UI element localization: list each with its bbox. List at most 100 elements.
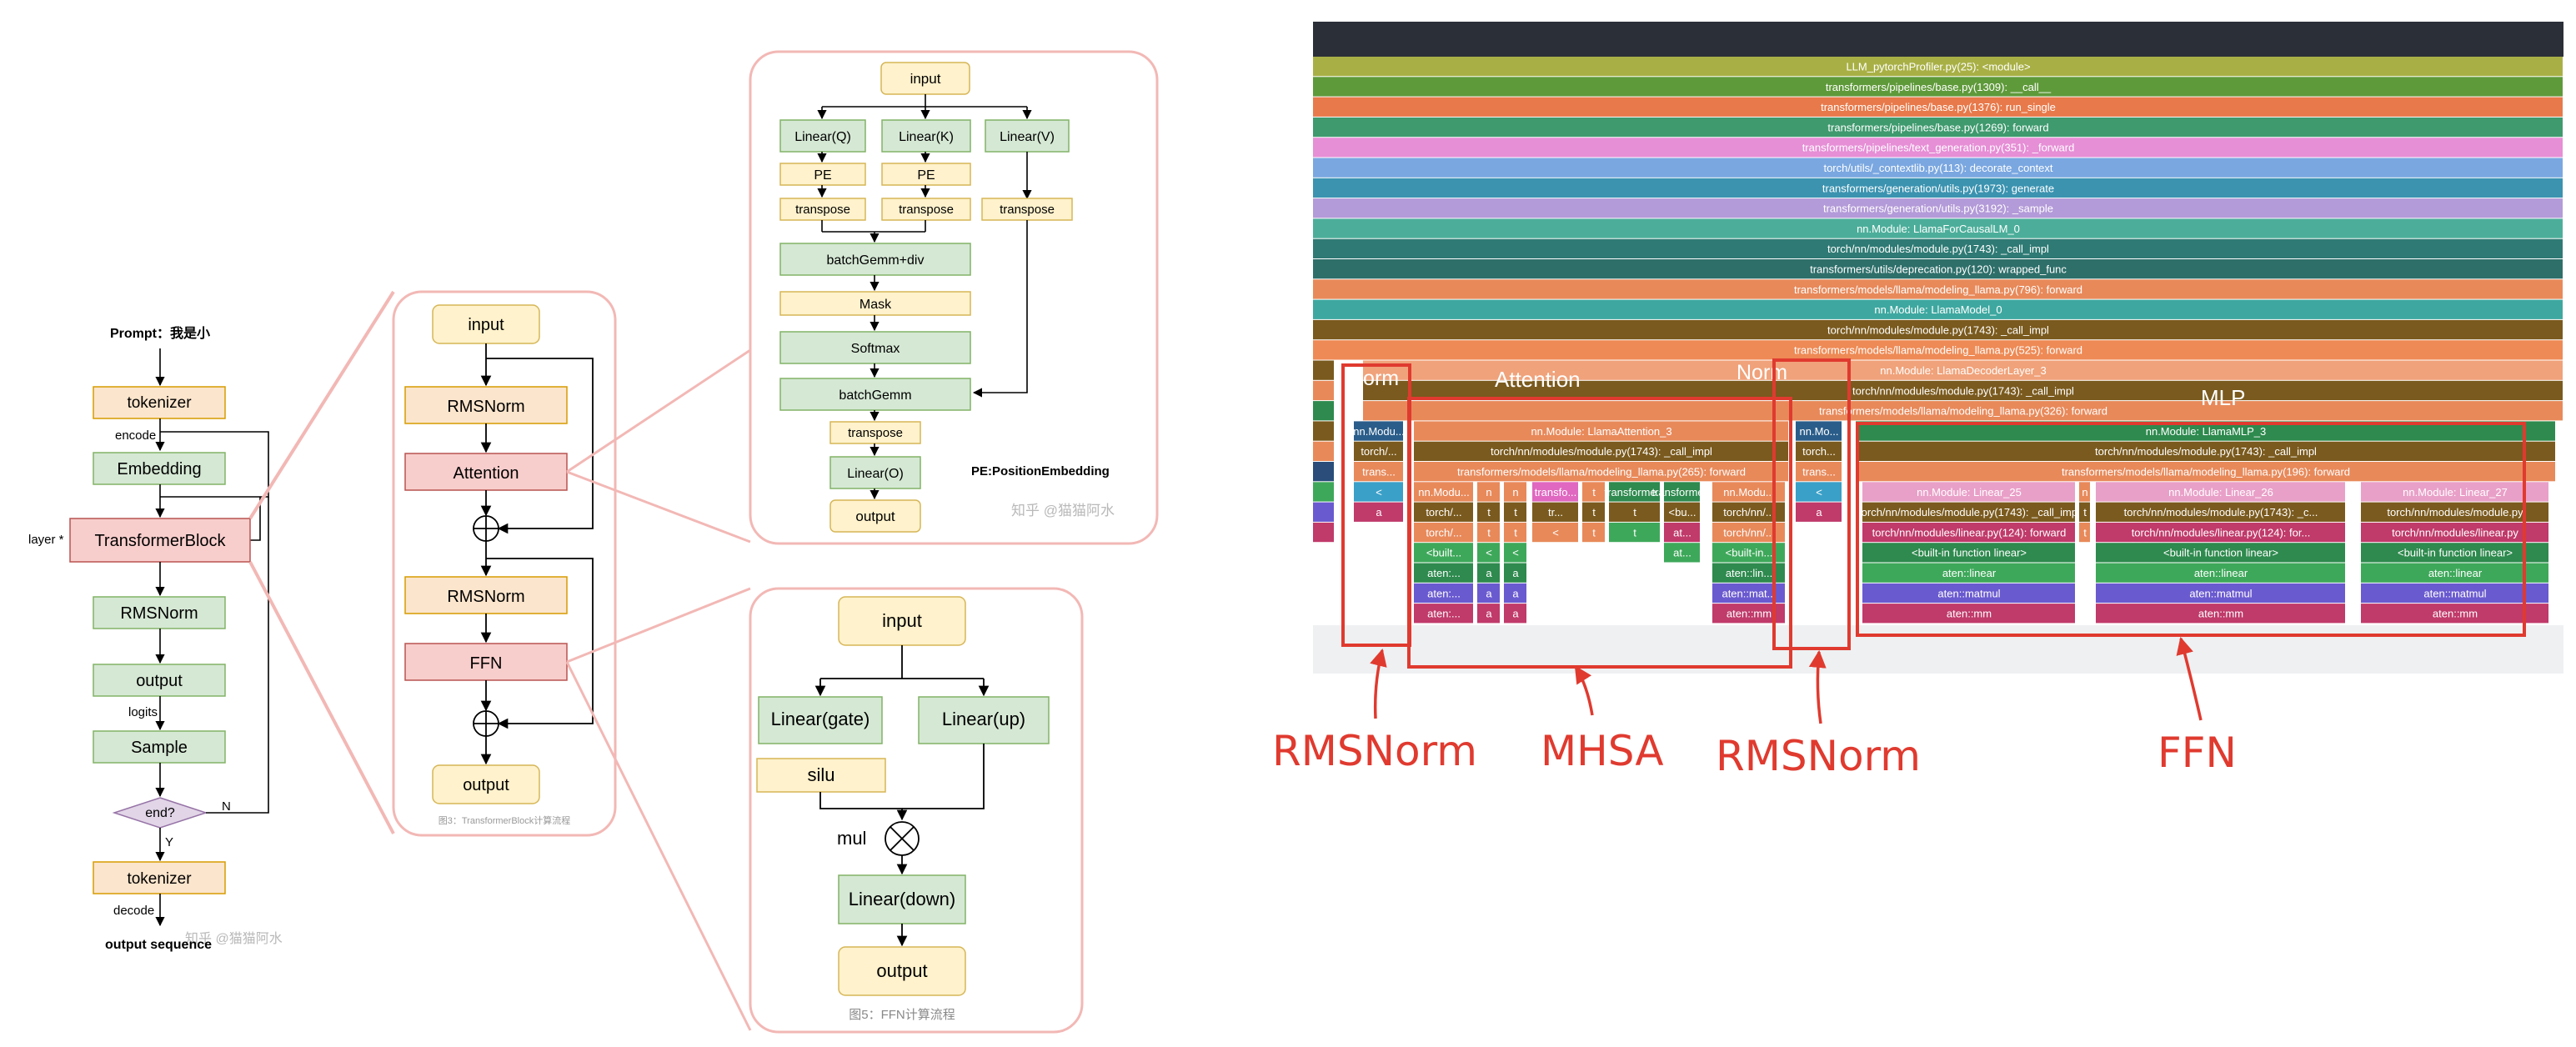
fg-row-10-bar[interactable] [1313, 259, 2563, 279]
fg-attn-col5-2-bar[interactable] [1609, 522, 1660, 543]
fg-attn-col6-1-bar[interactable] [1664, 502, 1700, 522]
fg-norm1-0-bar[interactable] [1354, 421, 1403, 441]
fg-linear1-0-bar[interactable] [2096, 482, 2345, 502]
fg-row-3-bar[interactable] [1313, 117, 2563, 138]
fg-linear1-3-bar[interactable] [2096, 543, 2345, 563]
fg-attn-col7-0-bar[interactable] [1712, 482, 1785, 502]
fg-attn-col6-3-bar[interactable] [1664, 543, 1700, 563]
fg-attn-col0-4-bar[interactable] [1414, 563, 1473, 583]
fg-linear0-6-bar[interactable] [1862, 604, 2075, 624]
fg-sep-0-bar[interactable] [2079, 482, 2090, 502]
fg-row-8-bar[interactable] [1313, 218, 2563, 238]
fg-linear2-0-bar[interactable] [2361, 482, 2548, 502]
fg-attn-col2-4-bar[interactable] [1504, 563, 1526, 583]
fg-norm1-3-bar[interactable] [1354, 482, 1403, 502]
fg-left-8-bar[interactable] [1313, 522, 1334, 543]
fg-row-13-bar[interactable] [1313, 319, 2563, 340]
fg-attn-1-bar[interactable] [1414, 441, 1788, 461]
fg-linear1-5-bar[interactable] [2096, 583, 2345, 604]
fg-linear0-2-bar[interactable] [1862, 522, 2075, 543]
fg-row-0-bar[interactable] [1313, 57, 2563, 77]
fg-attn-col2-2-bar[interactable] [1504, 522, 1526, 543]
fg-left-3-bar[interactable] [1313, 421, 1334, 441]
fg-attn-col0-2-bar[interactable] [1414, 522, 1473, 543]
fg-attn-col6-0-bar[interactable] [1664, 482, 1700, 502]
fg-row-9-bar[interactable] [1313, 238, 2563, 258]
fg-row-7-bar[interactable] [1313, 198, 2563, 218]
fg-attn-col2-0-bar[interactable] [1504, 482, 1526, 502]
fg-attn-col1-2-bar[interactable] [1477, 522, 1500, 543]
fg-attn-col5-1-bar[interactable] [1609, 502, 1660, 522]
fg-attn-col2-1-bar[interactable] [1504, 502, 1526, 522]
fg-attn-col3-0-bar[interactable] [1532, 482, 1578, 502]
fg-attn-col0-3-bar[interactable] [1414, 543, 1473, 563]
fg-linear1-2-bar[interactable] [2096, 522, 2345, 543]
fg-attn-col0-5-bar[interactable] [1414, 583, 1473, 604]
fg-row-15-bar[interactable] [1363, 360, 2563, 380]
fg-norm1-1-bar[interactable] [1354, 441, 1403, 461]
fg-norm2-2-bar[interactable] [1796, 462, 1842, 482]
fg-left-0-bar[interactable] [1313, 360, 1334, 380]
fg-norm1-2-bar[interactable] [1354, 462, 1403, 482]
fg-attn-col0-6-bar[interactable] [1414, 604, 1473, 624]
fg-linear2-4-bar[interactable] [2361, 563, 2548, 583]
fg-attn-col7-6-bar[interactable] [1712, 604, 1785, 624]
fg-attn-0-bar[interactable] [1414, 421, 1788, 441]
fg-sep-1-bar[interactable] [2079, 502, 2090, 522]
fg-attn-col3-1-bar[interactable] [1532, 502, 1578, 522]
fg-attn-col1-4-bar[interactable] [1477, 563, 1500, 583]
fg-linear2-2-bar[interactable] [2361, 522, 2548, 543]
fg-attn-col3-2-bar[interactable] [1532, 522, 1578, 543]
fg-left-4-bar[interactable] [1313, 441, 1334, 461]
fg-attn-col7-5-bar[interactable] [1712, 583, 1785, 604]
fg-row-11-bar[interactable] [1313, 279, 2563, 299]
fg-attn-col4-2-bar[interactable] [1582, 522, 1605, 543]
fg-row-6-bar[interactable] [1313, 178, 2563, 198]
fg-attn-col6-2-bar[interactable] [1664, 522, 1700, 543]
fg-linear1-1-bar[interactable] [2096, 502, 2345, 522]
fg-linear0-0-bar[interactable] [1862, 482, 2075, 502]
fg-attn-col2-5-bar[interactable] [1504, 583, 1526, 604]
fg-attn-col7-3-bar[interactable] [1712, 543, 1785, 563]
fg-left-6-bar[interactable] [1313, 482, 1334, 502]
fg-attn-col1-3-bar[interactable] [1477, 543, 1500, 563]
fg-attn-col4-1-bar[interactable] [1582, 502, 1605, 522]
fg-attn-2-bar[interactable] [1414, 462, 1788, 482]
fg-attn-col5-0-bar[interactable] [1609, 482, 1660, 502]
fg-norm2-4-bar[interactable] [1796, 502, 1842, 522]
fg-norm2-0-bar[interactable] [1796, 421, 1842, 441]
fg-attn-col7-2-bar[interactable] [1712, 522, 1785, 543]
fg-norm1-4-bar[interactable] [1354, 502, 1403, 522]
fg-attn-col7-4-bar[interactable] [1712, 563, 1785, 583]
fg-linear0-1-bar[interactable] [1862, 502, 2075, 522]
fg-mlp-0-bar[interactable] [1856, 421, 2555, 441]
fg-linear1-6-bar[interactable] [2096, 604, 2345, 624]
fg-left-2-bar[interactable] [1313, 401, 1334, 421]
fg-linear1-4-bar[interactable] [2096, 563, 2345, 583]
fg-attn-col1-6-bar[interactable] [1477, 604, 1500, 624]
fg-linear2-1-bar[interactable] [2361, 502, 2548, 522]
fg-linear2-5-bar[interactable] [2361, 583, 2548, 604]
fg-left-5-bar[interactable] [1313, 462, 1334, 482]
fg-mlp-1-bar[interactable] [1856, 441, 2555, 461]
fg-linear0-3-bar[interactable] [1862, 543, 2075, 563]
fg-row-4-bar[interactable] [1313, 138, 2563, 158]
fg-row-16-bar[interactable] [1363, 380, 2563, 401]
fg-row-2-bar[interactable] [1313, 97, 2563, 117]
fg-attn-col2-3-bar[interactable] [1504, 543, 1526, 563]
fg-attn-col1-5-bar[interactable] [1477, 583, 1500, 604]
fg-sep-2-bar[interactable] [2079, 522, 2090, 543]
fg-attn-col7-1-bar[interactable] [1712, 502, 1785, 522]
fg-row-14-bar[interactable] [1313, 340, 2563, 360]
fg-attn-col0-0-bar[interactable] [1414, 482, 1473, 502]
fg-row-12-bar[interactable] [1313, 299, 2563, 319]
fg-attn-col0-1-bar[interactable] [1414, 502, 1473, 522]
fg-attn-col2-6-bar[interactable] [1504, 604, 1526, 624]
fg-attn-col1-1-bar[interactable] [1477, 502, 1500, 522]
fg-norm2-3-bar[interactable] [1796, 482, 1842, 502]
fg-linear0-4-bar[interactable] [1862, 563, 2075, 583]
fg-mlp-2-bar[interactable] [1856, 462, 2555, 482]
fg-attn-col4-0-bar[interactable] [1582, 482, 1605, 502]
fg-linear2-3-bar[interactable] [2361, 543, 2548, 563]
fg-row-1-bar[interactable] [1313, 77, 2563, 97]
